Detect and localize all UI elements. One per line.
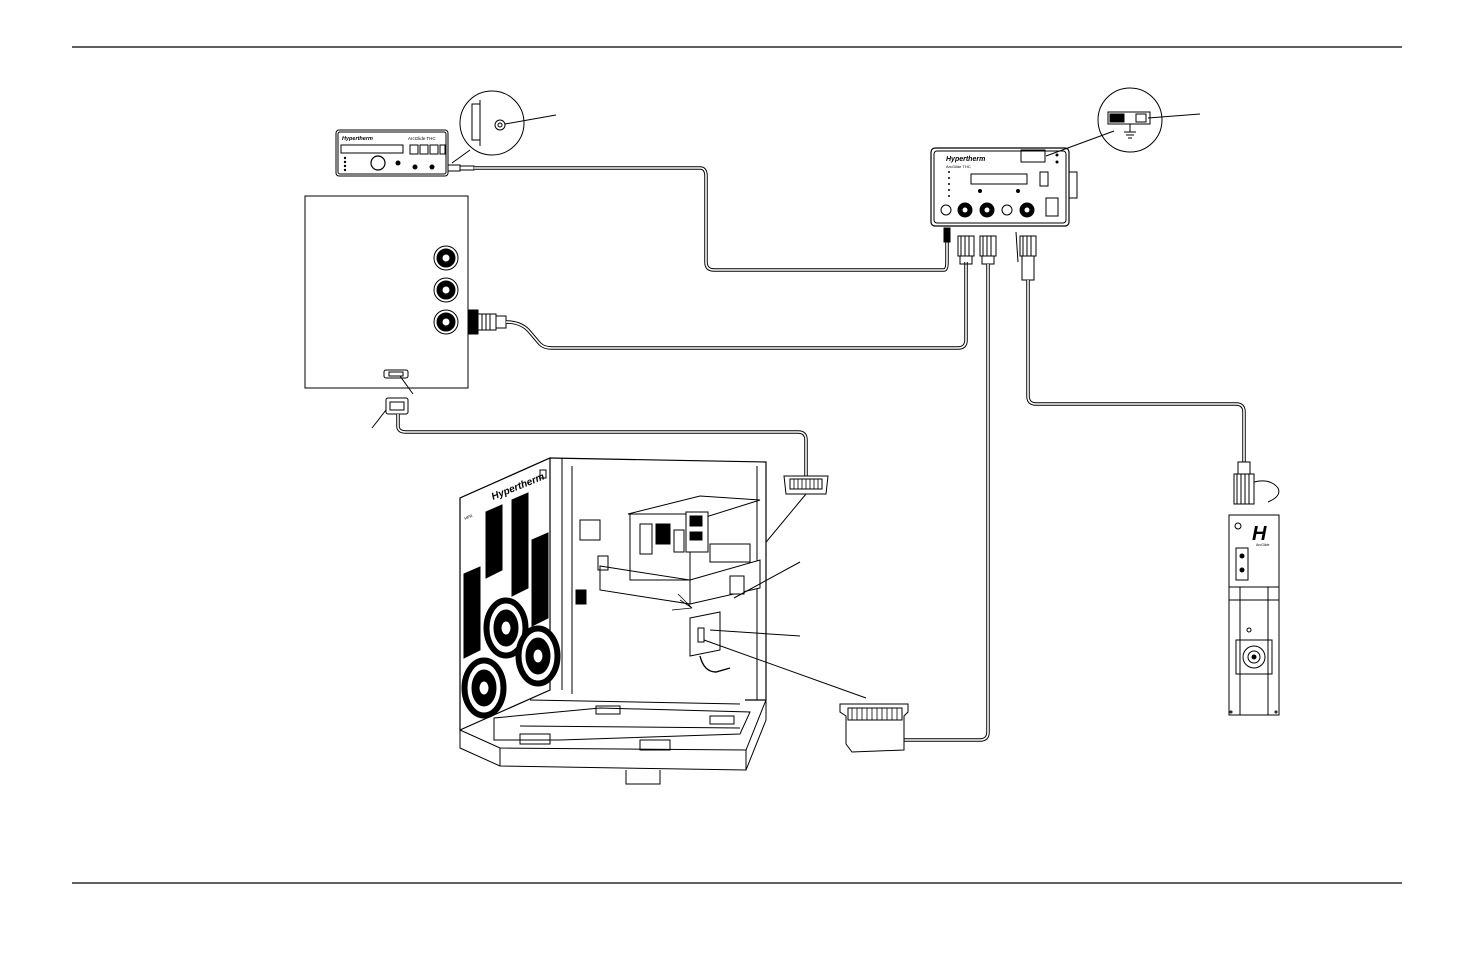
ps-fan-1-icon: [483, 597, 529, 659]
cnc-port-2-icon: [433, 277, 459, 303]
ps-to-command-cable: [904, 264, 990, 742]
hmi-brand-label: Hypertherm: [342, 136, 373, 142]
cnc-port-3-icon: [433, 309, 459, 335]
cnc-enclosure: [304, 195, 469, 395]
cnc-side-connector: [467, 309, 507, 335]
lifter-mark-label: H: [1252, 523, 1267, 545]
command-port-hmi-icon: [940, 204, 952, 216]
ps-lower-dsub: [839, 703, 909, 753]
ps-upper-dsub: [737, 475, 829, 577]
ps-fan-3-icon: [461, 657, 507, 719]
ps-model-label: HPR: [464, 513, 474, 521]
cnc-io-cable: [505, 262, 968, 350]
command-model-label: ArcGlide THC: [946, 164, 971, 169]
torch-lifter: H ArcGlide: [1228, 461, 1280, 716]
hmi-rear-detail: [451, 90, 557, 164]
command-ground-detail: [1045, 87, 1201, 157]
lifter-cable: [1026, 280, 1246, 462]
command-thc-module: Hypertherm ArcGlide THC: [930, 147, 1078, 227]
cnc-dsub-plug: [371, 397, 409, 429]
plasma-power-supply: Hypertherm HPR: [459, 457, 867, 785]
hmi-cable: [474, 166, 949, 272]
command-plugs: [943, 227, 1037, 281]
hmi-model-label: ArcGlide THC: [408, 136, 436, 141]
cnc-port-1-icon: [433, 245, 459, 271]
ps-fan-2-icon: [515, 625, 561, 687]
lifter-brand-label: ArcGlide: [1256, 543, 1269, 547]
hmi-pendant: Hypertherm ArcGlide THC: [335, 129, 475, 177]
command-port-aux-icon: [1001, 204, 1013, 216]
command-brand-label: Hypertherm: [946, 156, 985, 163]
hmi-knob-icon: [370, 155, 386, 171]
